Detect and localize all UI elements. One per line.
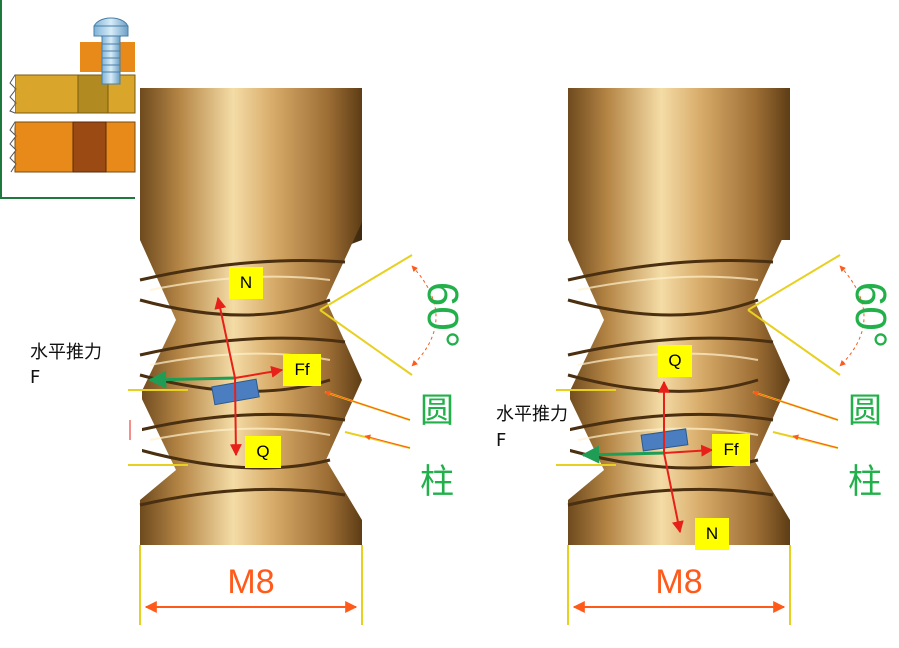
force-label-n-left: N [229,267,263,299]
cjk-label-2-left: 柱 [420,462,454,502]
bolted-joint-inset [0,0,136,199]
dimension-label-right: M8 [655,563,702,601]
thrust-arrow-right [581,445,665,464]
cjk-label-2-right: 柱 [848,462,882,502]
force-label-ff-right: Ff [712,434,750,466]
q-arrow-left [229,377,242,457]
angle-label-right: 60° [846,282,895,349]
dimension-label-left: M8 [227,563,274,601]
angle-label-left: 60° [418,282,467,349]
thrust-label-right-line2: F [496,430,507,451]
thrust-label-left-line1: 水平推力 [30,342,102,363]
thrust-label-right-line1: 水平推力 [496,404,568,425]
n-arrow-left [214,296,236,379]
thrust-arrow-left [148,370,236,389]
force-label-q-right: Q [658,345,692,377]
force-label-n-right: N [695,518,729,550]
cjk-label-1-left: 圆 [420,391,454,431]
ff-arrow-left [234,365,284,379]
force-label-ff-left: Ff [283,354,321,386]
ff-arrow-right [663,444,714,457]
n-arrow-right [663,452,684,534]
force-label-q-left: Q [245,436,281,468]
thrust-label-left-line2: F [30,367,41,388]
cjk-label-1-right: 圆 [848,391,882,431]
left-thread: M8 60° 圆 柱 [128,88,467,625]
